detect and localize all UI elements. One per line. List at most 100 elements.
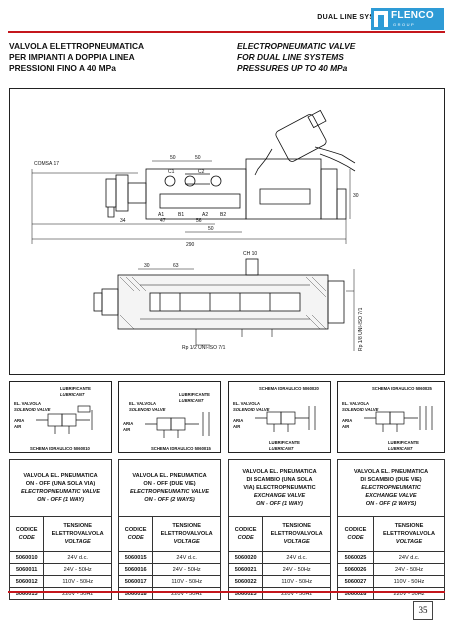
lubricant-label-en: LUBRICANT: [60, 392, 85, 397]
valve-label-en: SOLENOID VALVE: [14, 407, 51, 412]
dim-label: 290: [186, 242, 195, 248]
dimension-lines: [31, 160, 351, 244]
valve-label-en: SOLENOID VALVE: [233, 407, 270, 412]
dim-label: 56: [196, 218, 202, 224]
valve-label: EL. VALVOLA: [342, 401, 370, 406]
lubricant-label-en: LUBRICANT: [179, 398, 204, 403]
air-label-en: AIR: [233, 424, 241, 429]
schematic-symbol-icon: [364, 406, 433, 432]
air-label: ARIA: [342, 418, 353, 423]
logo-mark-icon: [374, 11, 388, 27]
dim-label: 30: [144, 263, 150, 269]
dim-label: 47: [160, 218, 166, 224]
lubricant-label: LUBRIFICANTE: [388, 440, 419, 445]
dim-label: 50: [208, 226, 214, 232]
valve-drawing-svg: 50 50 COMSA 17 C1 C2 A1 B1 A2 B2 34 47 5…: [31, 109, 364, 351]
dim-label: A2: [202, 212, 208, 218]
schematic-symbol-icon: [255, 406, 316, 432]
title-it-line: PER IMPIANTI A DOPPIA LINEA: [9, 51, 135, 62]
scheme-label: SCHEMA IDRAULICO 5060010: [30, 446, 90, 451]
title-en-line: PRESSURES UP TO 40 MPa: [237, 62, 348, 73]
dim-label: 50: [195, 155, 201, 161]
title-en-line: ELECTROPNEUMATIC VALVE: [237, 41, 356, 51]
air-label-en: AIR: [342, 424, 350, 429]
dim-label: B1: [178, 212, 184, 218]
dim-label: B2: [220, 212, 226, 218]
dim-label: Rp 1/8 UNI-ISO 7/1: [358, 307, 364, 351]
air-label: ARIA: [123, 421, 134, 426]
schematic-panel: LUBRIFICANTE LUBRICANT EL. VALVOLA SOLEN…: [118, 381, 221, 453]
schematic-panel: LUBRIFICANTE LUBRICANT EL. VALVOLA SOLEN…: [9, 381, 112, 453]
scheme-label: SCHEMA IDRAULICO 5060025: [372, 386, 432, 391]
valve-label: EL. VALVOLA: [129, 401, 157, 406]
flenco-logo: FLENCO GROUP: [371, 8, 444, 30]
dim-label: 63: [173, 263, 179, 269]
lubricant-label: LUBRIFICANTE: [60, 386, 91, 391]
title-english: ELECTROPNEUMATIC VALVE FOR DUAL LINE SYS…: [237, 41, 355, 73]
lubricant-label: LUBRIFICANTE: [269, 440, 300, 445]
logo-sub: GROUP: [393, 22, 416, 27]
schematic-panel: SCHEMA IDRAULICO 5060025 EL. VALVOLA SOL…: [337, 381, 445, 453]
left-fitting: [105, 174, 147, 218]
valve-label: EL. VALVOLA: [14, 401, 42, 406]
air-label: ARIA: [233, 418, 244, 423]
valve-label-en: SOLENOID VALVE: [342, 407, 379, 412]
lubricant-label-en: LUBRICANT: [388, 446, 413, 451]
dim-label: CH 10: [243, 251, 257, 257]
valve-label: EL. VALVOLA: [233, 401, 261, 406]
dim-label: 50: [170, 155, 176, 161]
logo-name: FLENCO: [391, 10, 434, 21]
scheme-label: SCHEMA IDRAULICO 5060020: [259, 386, 319, 391]
valve-section-view: [93, 258, 355, 351]
schematic-symbol-icon: [145, 412, 210, 438]
page-number: 35: [413, 601, 433, 620]
dim-label: Rp 1/2 UNI-ISO 7/1: [182, 345, 226, 351]
header-rule: [8, 31, 445, 33]
dim-label: COMSA 17: [34, 161, 59, 167]
dim-label: 30: [353, 193, 359, 199]
scheme-label: SCHEMA IDRAULICO 5060015: [151, 446, 211, 451]
air-label: ARIA: [14, 418, 25, 423]
title-it-line: PRESSIONI FINO A 40 MPa: [9, 62, 116, 73]
valve-body-top: [145, 158, 347, 220]
title-italian: VALVOLA ELETTROPNEUMATICA PER IMPIANTI A…: [9, 41, 144, 73]
footer-rule: [8, 591, 445, 593]
valve-label-en: SOLENOID VALVE: [129, 407, 166, 412]
schematic-panel: SCHEMA IDRAULICO 5060020 EL. VALVOLA SOL…: [228, 381, 331, 453]
lubricant-label: LUBRIFICANTE: [179, 392, 210, 397]
dim-label: C1: [168, 169, 175, 175]
schematic-symbol-icon: [36, 405, 93, 434]
dim-label: 34: [120, 218, 126, 224]
dim-label: A1: [158, 212, 164, 218]
